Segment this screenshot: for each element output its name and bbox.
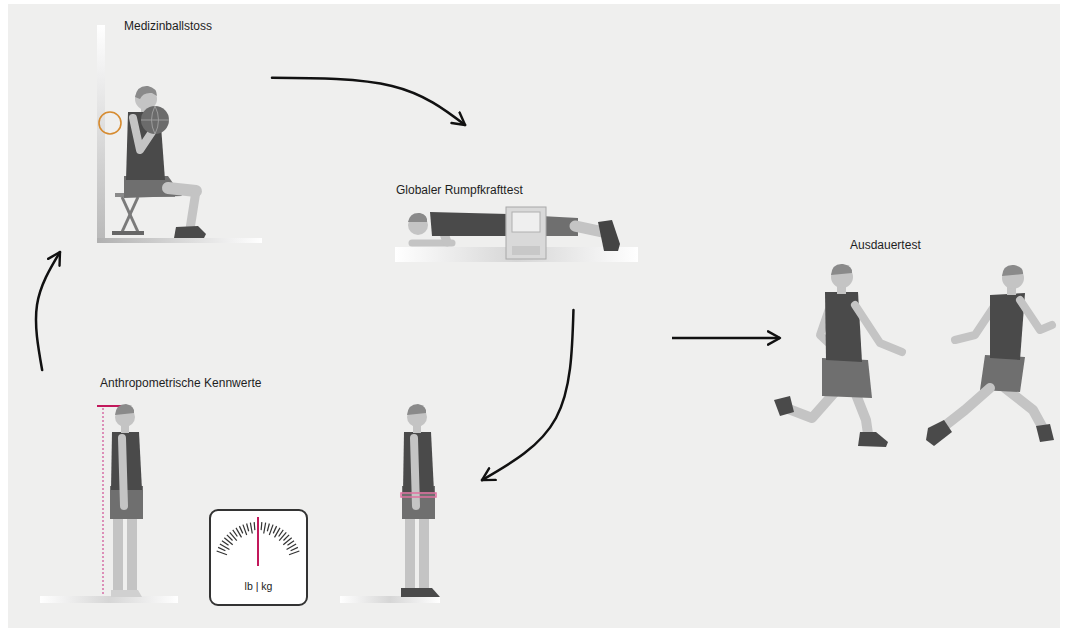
background-panel xyxy=(8,4,1060,628)
cycle-arrow xyxy=(36,252,60,370)
medicine-ball-figure-part xyxy=(174,226,206,238)
scale-tick xyxy=(279,530,284,537)
medicine-ball-figure-part xyxy=(122,197,138,232)
plank-figure-part xyxy=(598,220,620,251)
scale-tick xyxy=(261,522,263,530)
waist-figure-part xyxy=(401,588,440,597)
height-figure-part xyxy=(113,518,123,592)
runner-figure-part xyxy=(855,305,902,352)
waist-figure-part xyxy=(401,493,436,497)
waist-figure-part xyxy=(414,438,416,506)
height-figure-part xyxy=(115,404,134,415)
cycle-arrow xyxy=(272,78,465,125)
station-title: Globaler Rumpfkrafttest xyxy=(396,183,523,197)
plank-figure xyxy=(395,207,638,262)
plank-figure-part xyxy=(512,246,540,255)
waist-figure-part xyxy=(340,596,440,603)
scale-tick xyxy=(254,522,256,530)
height-figure-part xyxy=(40,596,178,603)
medicine-ball-figure xyxy=(97,25,262,243)
scale-tick xyxy=(233,530,238,537)
scale-tick xyxy=(222,541,229,546)
waist-figure-part xyxy=(419,518,429,590)
station-region: Globaler Rumpfkrafttest xyxy=(390,125,642,310)
scale-tick xyxy=(283,535,289,541)
plank-figure-part xyxy=(430,212,508,236)
runner-figure-part xyxy=(1002,265,1023,276)
scale-tick xyxy=(227,535,233,541)
unit-label: lb | kg xyxy=(245,580,273,593)
plank-figure-part xyxy=(408,213,427,222)
station-region: Anthropometrische Kennwerte xyxy=(35,370,482,612)
scale-tick xyxy=(269,525,273,535)
scale-tick xyxy=(217,551,227,555)
plank-figure-part xyxy=(395,247,638,262)
scale-tick xyxy=(287,541,294,546)
transition-arrow xyxy=(672,337,780,340)
height-figure-part xyxy=(122,438,124,506)
height-figure-part xyxy=(111,590,142,597)
scale-tick xyxy=(250,523,252,534)
runner-figure-part xyxy=(774,396,794,416)
scale-tick xyxy=(273,526,276,533)
runner-figure-part xyxy=(942,388,990,428)
medicine-ball-figure-part xyxy=(97,25,105,243)
runner-figure-part xyxy=(822,358,872,398)
runner-figure-part xyxy=(1020,300,1052,330)
medicine-ball-figure-part xyxy=(112,231,144,235)
runner-figure-part xyxy=(1036,424,1054,442)
waist-figure-part xyxy=(405,518,415,590)
scale-icon-part xyxy=(210,510,307,605)
scale-icon xyxy=(210,510,307,605)
plank-figure-part xyxy=(575,226,603,232)
scale-tick xyxy=(247,523,249,531)
medicine-ball-figure-part xyxy=(122,197,138,232)
scale-tick xyxy=(267,523,269,531)
runner-figure-part xyxy=(955,305,995,340)
runner-figure-part xyxy=(926,420,952,446)
waist-figure-part xyxy=(407,404,426,415)
height-figure-part xyxy=(127,518,137,592)
runner-figure-part xyxy=(858,432,888,447)
plank-figure-part xyxy=(512,212,540,232)
station-title: Ausdauertest xyxy=(850,238,921,252)
height-figure xyxy=(40,404,178,603)
station-region: Medizinballstoss xyxy=(50,10,272,252)
waist-figure xyxy=(340,404,440,603)
station-region: Ausdauertest xyxy=(770,230,1060,455)
medicine-ball-figure-part xyxy=(99,112,121,134)
runner-figure-part xyxy=(831,264,852,275)
scale-tick xyxy=(264,523,266,534)
scale-tick xyxy=(239,526,242,533)
scale-tick xyxy=(218,547,225,550)
scale-icon-part xyxy=(257,517,259,566)
scale-tick xyxy=(243,525,247,535)
height-figure-part xyxy=(102,408,104,596)
runner-figure-part xyxy=(1005,388,1044,430)
scale-tick xyxy=(289,551,299,555)
station-title: Anthropometrische Kennwerte xyxy=(100,376,261,390)
medicine-ball-figure-part xyxy=(141,106,169,134)
medicine-ball-figure-part xyxy=(190,191,196,229)
medicine-ball-figure-part xyxy=(97,238,262,243)
medicine-ball-figure-part xyxy=(141,106,169,134)
plank-figure-part xyxy=(506,207,546,259)
scale-tick xyxy=(291,547,298,550)
cycle-arrow xyxy=(482,310,573,480)
station-title: Medizinballstoss xyxy=(124,19,212,33)
label-holder: lb | kg xyxy=(210,576,307,594)
runner-figure-part xyxy=(855,392,868,434)
runner-figure xyxy=(774,264,1054,447)
medicine-ball-figure-part xyxy=(135,86,157,99)
